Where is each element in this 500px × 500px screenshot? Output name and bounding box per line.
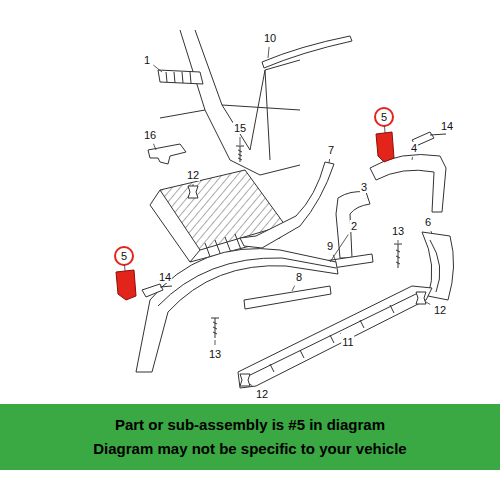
clip-shaft — [430, 134, 446, 135]
leader-line — [240, 137, 241, 145]
leader-line — [431, 231, 432, 234]
flare-front — [336, 192, 370, 258]
callout-number: 1 — [143, 54, 151, 66]
leader-line — [215, 340, 216, 345]
latch-part — [148, 144, 186, 164]
leader-line — [154, 144, 156, 150]
clip — [240, 374, 250, 386]
leader-line — [426, 302, 430, 304]
callout-number: 9 — [326, 240, 334, 252]
red-bracket — [376, 132, 394, 162]
callout-number: 12 — [255, 388, 269, 400]
banner-text: Part or sub-assembly is #5 in diagram — [115, 413, 385, 437]
callout-number: 15 — [233, 122, 247, 134]
clip-shaft — [160, 286, 172, 287]
screw — [211, 318, 219, 338]
callout-number: 5 — [380, 111, 388, 123]
callout-number: 12 — [186, 169, 200, 181]
highlight-ring — [115, 247, 133, 265]
callout-number: 6 — [424, 216, 432, 228]
clip — [416, 292, 426, 304]
leader-line — [340, 333, 342, 335]
body-door-frame — [250, 60, 300, 160]
rear-flare — [370, 155, 446, 213]
callout-number: 13 — [391, 225, 405, 237]
callout-number: 14 — [440, 120, 454, 132]
leader-line — [398, 240, 399, 243]
leader-line — [292, 286, 295, 291]
callout-number: 10 — [263, 32, 277, 44]
callout-number: 5 — [120, 250, 128, 262]
callout-number: 2 — [350, 220, 358, 232]
vent-part — [158, 70, 203, 84]
callout-number: 13 — [208, 348, 222, 360]
clip — [188, 186, 198, 198]
rocker-panel — [238, 286, 432, 388]
banner-text: Diagram may not be specific to your vehi… — [93, 437, 406, 461]
red-bracket — [116, 270, 136, 300]
leader-line — [412, 157, 414, 160]
callout-number: 4 — [410, 142, 418, 154]
leader-line — [268, 47, 269, 58]
screw — [236, 146, 244, 162]
front-flare-edge — [158, 258, 336, 306]
callout-number: 3 — [360, 181, 368, 193]
callout-number: 16 — [143, 129, 157, 141]
callout-number: 7 — [327, 144, 335, 156]
rocker-ribs — [270, 305, 394, 372]
vent-slots — [166, 72, 191, 83]
rocker-edge — [244, 292, 420, 378]
leader-line — [193, 184, 194, 186]
leader-line — [250, 384, 253, 386]
tail-panel-detail — [430, 240, 440, 292]
callout-number: 8 — [295, 271, 303, 283]
leader-line — [153, 65, 162, 72]
leader-line — [329, 159, 331, 163]
callout-number: 14 — [158, 271, 172, 283]
callout-number: 12 — [433, 304, 447, 316]
clip-fastener — [142, 284, 163, 297]
leader-line — [333, 255, 336, 262]
notice-banner: Part or sub-assembly is #5 in diagramDia… — [0, 404, 500, 470]
highlight-ring — [375, 108, 393, 126]
callout-number: 11 — [341, 336, 354, 348]
pillar-trim — [240, 162, 334, 248]
leader-line — [384, 126, 385, 133]
leader-line — [124, 265, 125, 271]
side-strip — [244, 286, 331, 309]
screw — [394, 244, 402, 268]
